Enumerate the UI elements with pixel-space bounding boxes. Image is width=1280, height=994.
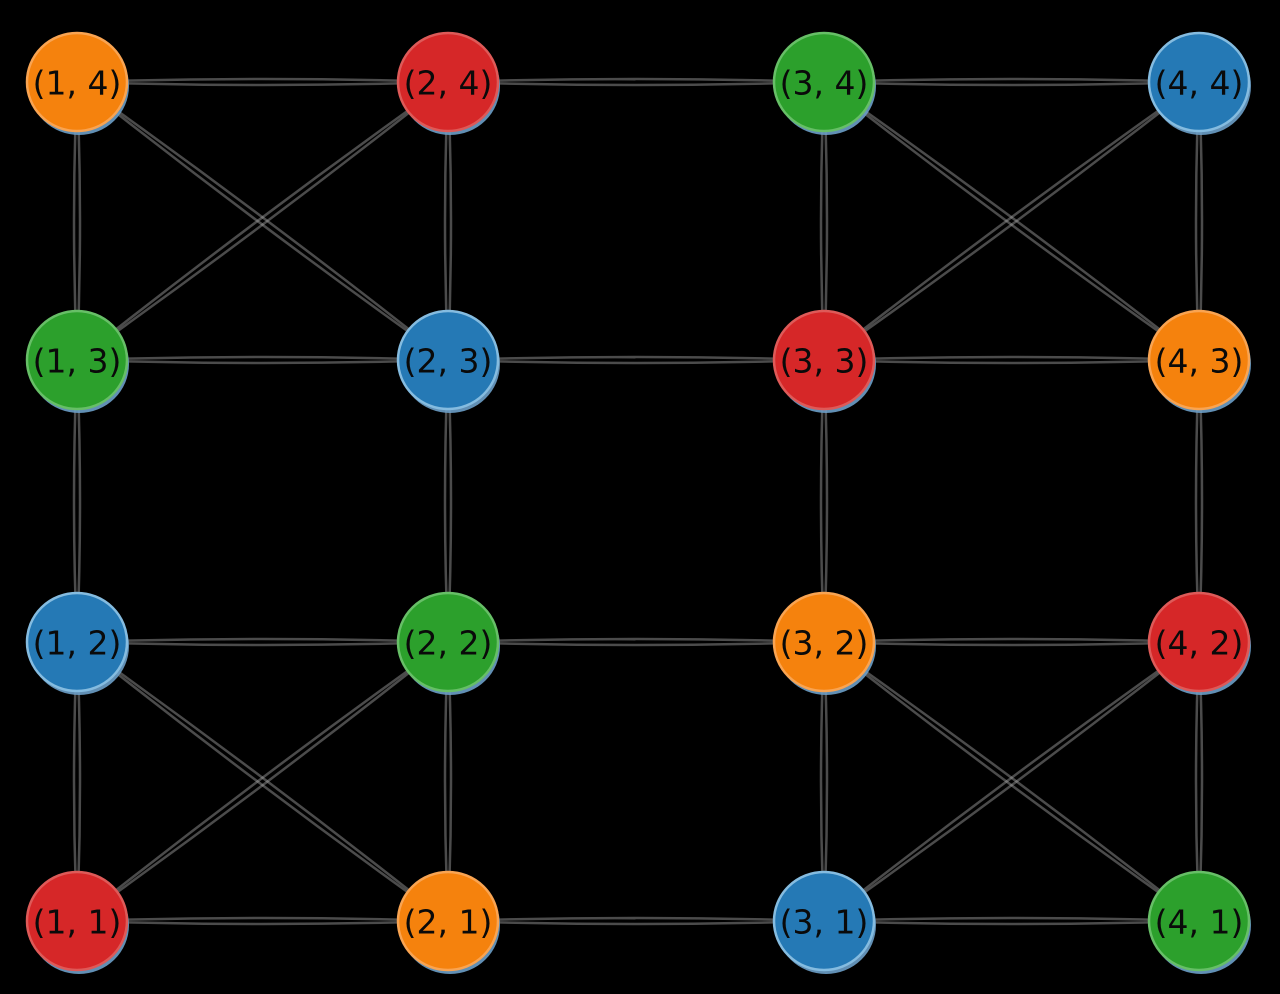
node-2-4: (2, 4) [396,31,500,135]
node-circle [396,309,500,411]
node-label: (3, 3) [780,342,869,381]
edge-3-1-4-1 [822,919,1201,926]
edge-1-2-2-1 [75,640,450,923]
node-4-2: (4, 2) [1147,591,1251,695]
node-circle [772,591,876,693]
node-circle [772,870,876,972]
edge-1-4-2-3 [75,80,450,362]
node-circle [25,591,129,693]
edge-3-4-4-3 [822,80,1201,362]
node-circle [772,309,876,411]
edge-3-2-4-2 [822,640,1201,647]
nodes-layer: (1, 4) (2, 4) (3, 4) (4, 4) (1, 3) (2, 3) (3, … [25,31,1251,974]
node-label: (4, 3) [1155,342,1244,381]
edge-1-4-2-3 [75,80,450,362]
node-4-3: (4, 3) [1147,309,1251,413]
edge-4-4-3-3 [822,80,1201,362]
node-3-2: (3, 2) [772,591,876,695]
edge-1-1-2-1 [75,916,450,923]
node-2-2: (2, 2) [396,591,500,695]
node-circle [396,591,500,693]
node-label: (4, 4) [1155,64,1244,103]
edge-1-2-2-2 [75,640,450,647]
edge-2-4-1-3 [75,80,450,362]
edge-3-2-4-1 [822,640,1201,923]
node-label: (2, 1) [404,903,493,942]
edge-3-4-4-3 [822,80,1201,362]
edge-3-1-4-1 [822,916,1201,923]
node-3-3: (3, 3) [772,309,876,413]
node-circle [25,309,129,411]
node-label: (2, 4) [404,64,493,103]
edge-1-2-2-2 [75,637,450,644]
node-label: (3, 1) [780,903,869,942]
node-1-2: (1, 2) [25,591,129,695]
node-label: (2, 3) [404,342,493,381]
node-4-1: (4, 1) [1147,870,1251,974]
edge-3-2-4-2 [822,637,1201,644]
node-circle [1147,870,1251,972]
node-label: (3, 2) [780,624,869,663]
node-label: (1, 4) [33,64,122,103]
edge-4-4-3-3 [822,80,1201,362]
node-1-4: (1, 4) [25,31,129,135]
edge-2-2-3-2 [446,637,826,644]
node-circle [25,31,129,133]
node-1-3: (1, 3) [25,309,129,413]
node-label: (2, 2) [404,624,493,663]
edge-2-4-1-3 [75,80,450,362]
edge-3-2-4-1 [822,640,1201,923]
node-2-1: (2, 1) [396,870,500,974]
node-circle [772,31,876,133]
edge-2-4-3-4 [446,77,826,84]
edge-1-3-2-3 [75,358,450,365]
edge-2-2-1-1 [75,640,450,923]
node-label: (4, 2) [1155,624,1244,663]
edge-2-2-3-2 [446,640,826,647]
node-label: (1, 3) [33,342,122,381]
node-2-3: (2, 3) [396,309,500,413]
edges-layer [72,77,1204,926]
node-4-4: (4, 4) [1147,31,1251,135]
edge-1-1-2-1 [75,919,450,926]
edge-2-1-3-1 [446,916,826,923]
node-label: (3, 4) [780,64,869,103]
edge-2-3-3-3 [446,355,826,362]
edge-2-1-3-1 [446,919,826,926]
node-label: (1, 2) [33,624,122,663]
node-1-1: (1, 1) [25,870,129,974]
edge-4-2-3-1 [822,640,1201,923]
edge-1-2-2-1 [75,640,450,923]
node-3-1: (3, 1) [772,870,876,974]
node-label: (1, 1) [33,903,122,942]
edge-2-2-1-1 [75,640,450,923]
edge-3-3-4-3 [822,355,1201,362]
edge-3-4-4-4 [822,77,1201,84]
edge-2-3-3-3 [446,358,826,365]
node-circle [1147,309,1251,411]
edge-4-2-3-1 [822,640,1201,923]
node-circle [396,31,500,133]
node-circle [396,870,500,972]
edge-3-3-4-3 [822,358,1201,365]
node-circle [25,870,129,972]
edge-3-4-4-4 [822,80,1201,87]
edge-2-4-3-4 [446,80,826,87]
edge-1-3-2-3 [75,355,450,362]
edge-1-4-2-4 [75,80,450,87]
node-circle [1147,31,1251,133]
node-label: (4, 1) [1155,903,1244,942]
edge-1-4-2-4 [75,77,450,84]
node-3-4: (3, 4) [772,31,876,135]
node-circle [1147,591,1251,693]
